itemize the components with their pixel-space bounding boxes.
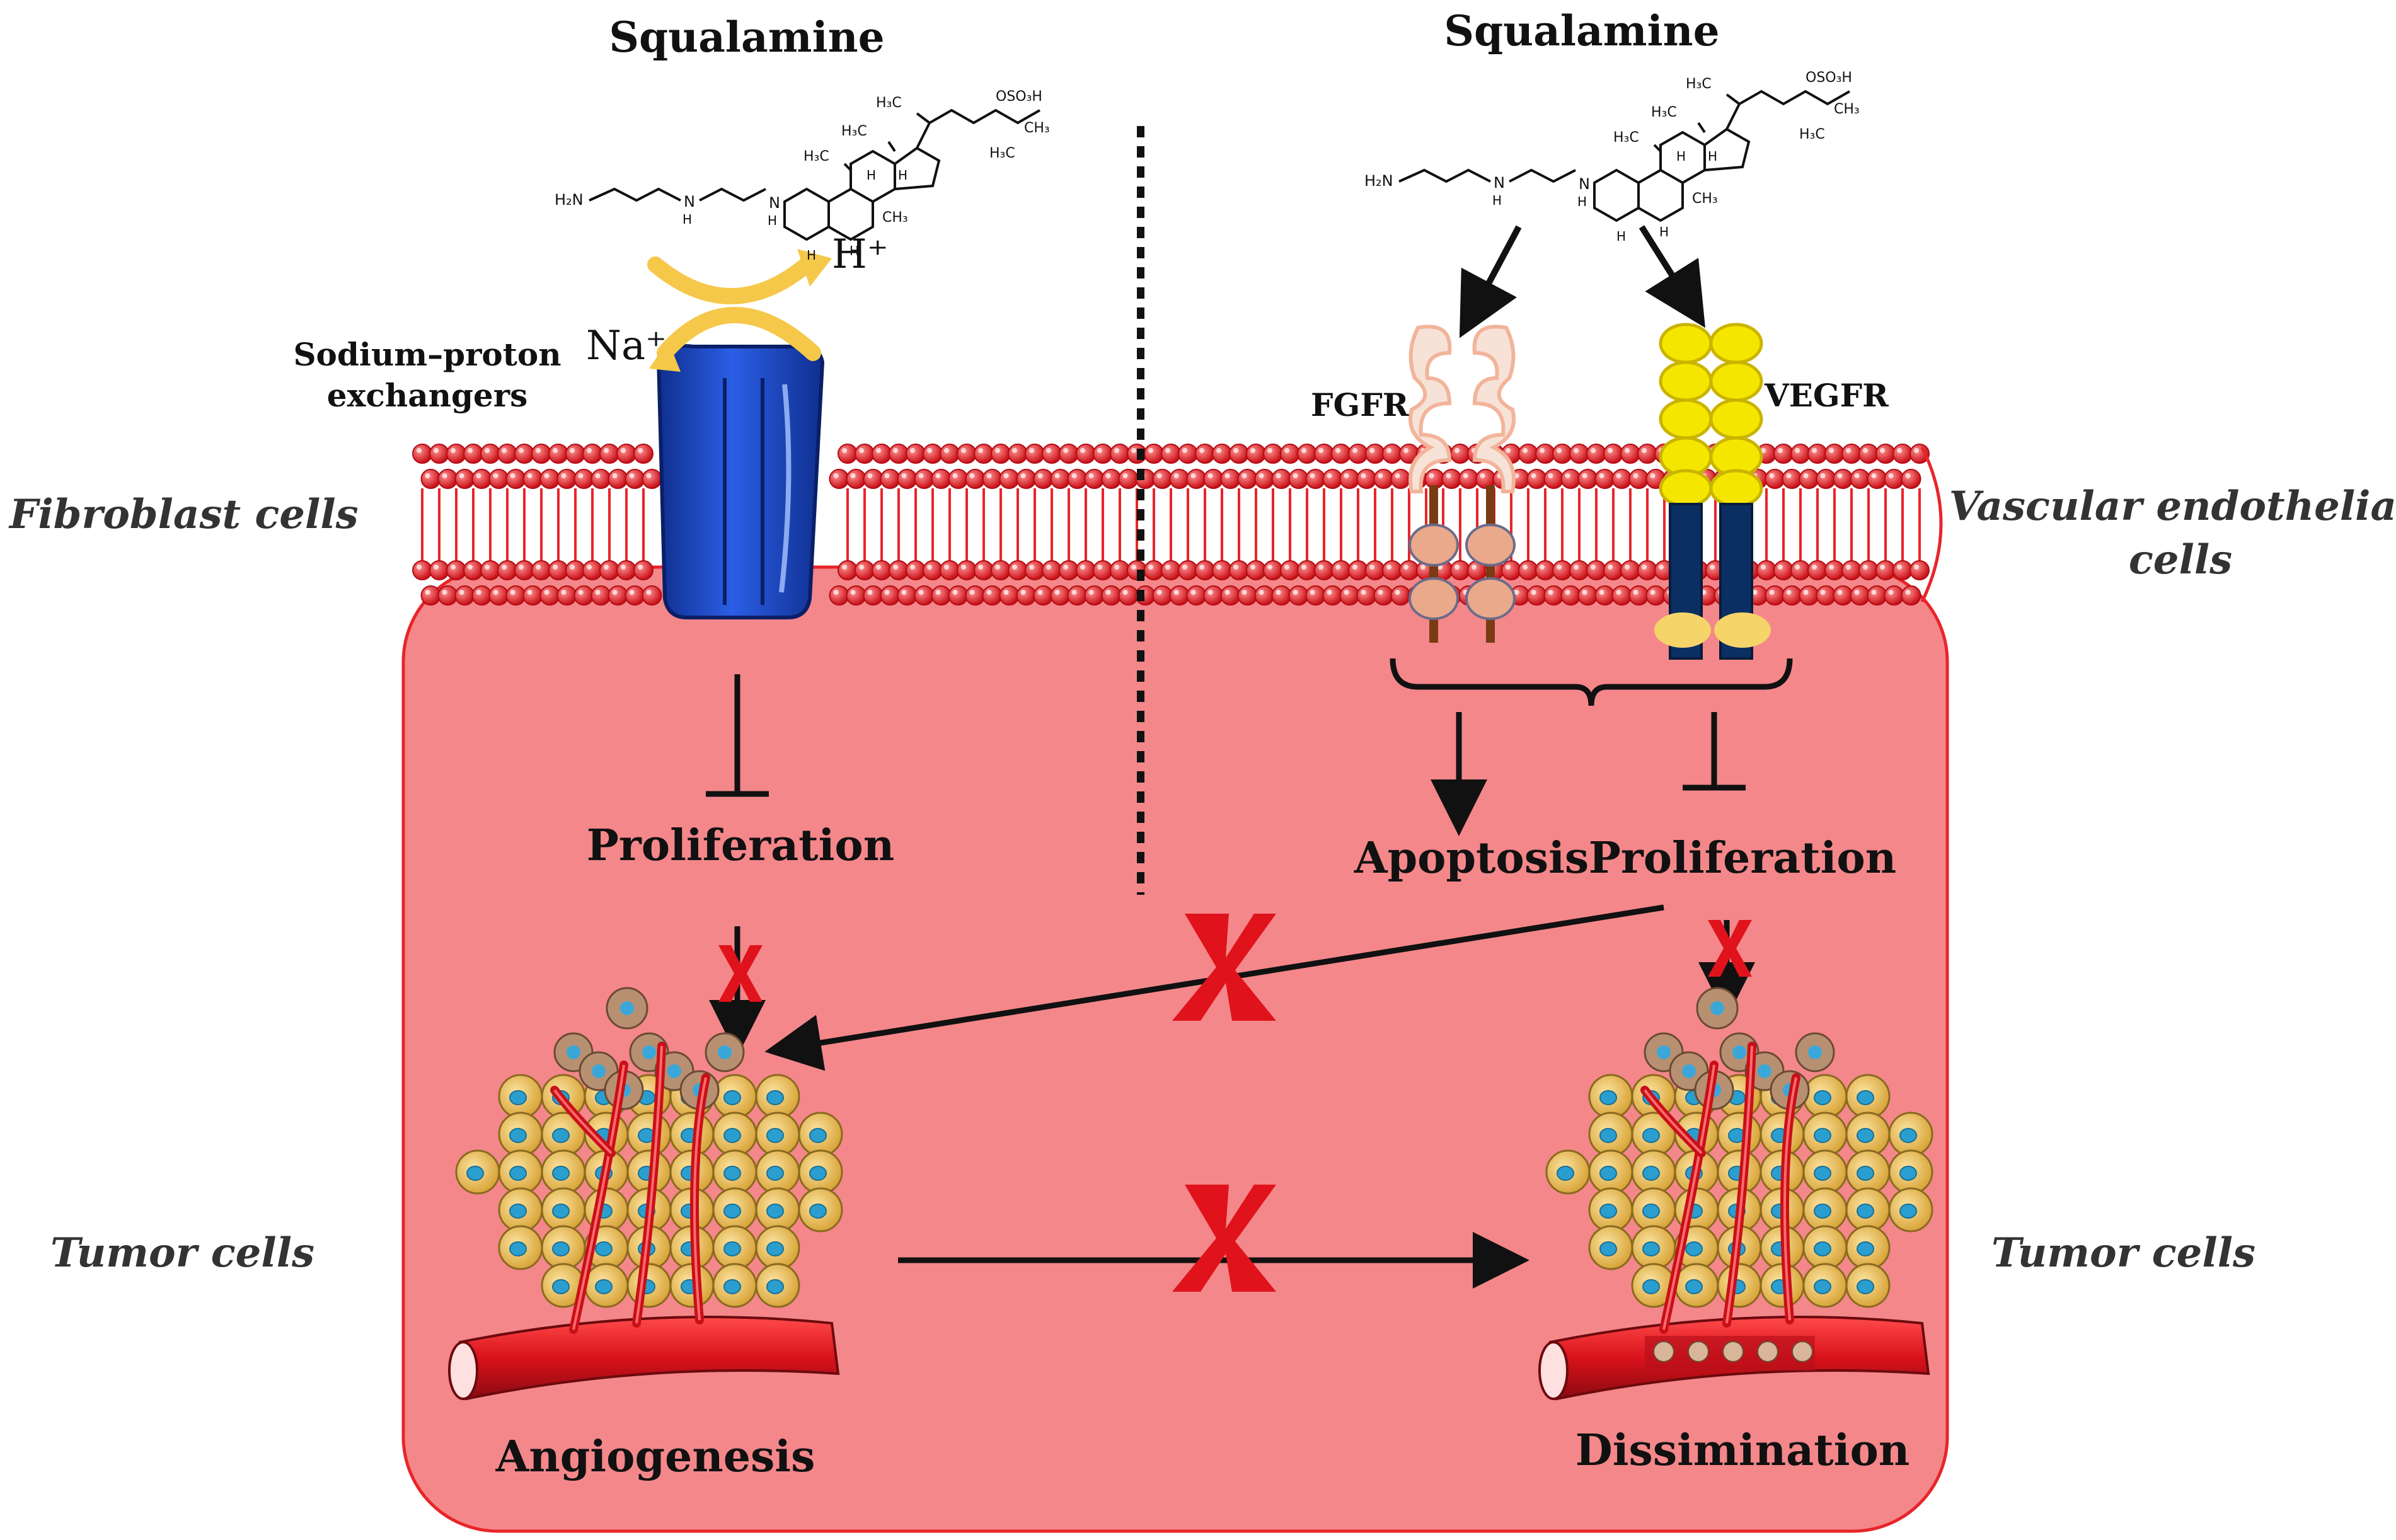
svg-text:CH₃: CH₃ (882, 210, 908, 226)
tumor-cluster-dissimination-icon (1538, 987, 1933, 1401)
svg-text:H₃C: H₃C (1686, 76, 1712, 92)
svg-text:H: H (1708, 149, 1717, 164)
vegfr-receptor-icon (1654, 323, 1771, 660)
svg-text:H₂N: H₂N (555, 191, 584, 209)
svg-text:N: N (1579, 175, 1590, 193)
svg-text:H: H (683, 212, 692, 227)
squalamine-title-left: Squalamine (609, 13, 884, 62)
fgfr-receptor-icon (1408, 325, 1516, 643)
sodium-proton-exchanger-icon (656, 344, 825, 619)
svg-text:H: H (1676, 149, 1686, 164)
block-x-icon (718, 945, 763, 1002)
svg-text:H: H (807, 248, 816, 263)
tumor-cluster-angiogenesis-icon (448, 987, 843, 1401)
svg-text:N: N (769, 194, 780, 212)
svg-text:H: H (768, 213, 777, 228)
svg-text:H₃C: H₃C (876, 95, 902, 111)
proliferation-label-left: Proliferation (587, 820, 894, 871)
svg-text:H: H (1577, 194, 1587, 209)
svg-text:H: H (867, 168, 876, 183)
sodium-label: Na⁺ (586, 323, 667, 369)
svg-text:H₃C: H₃C (1799, 127, 1825, 142)
proliferation-label-right: Proliferation (1589, 833, 1896, 883)
svg-text:H₃C: H₃C (841, 124, 867, 139)
inhibition-proliferation-left (706, 674, 769, 797)
fgfr-label: FGFR (1311, 386, 1409, 423)
arrow-to-fgfr (1459, 225, 1522, 338)
svg-text:OSO₃H: OSO₃H (996, 89, 1042, 105)
apoptosis-label: Apoptosis (1354, 833, 1589, 883)
endothelial-cells-label-line2: cells (2129, 536, 2232, 583)
svg-text:H₃C: H₃C (803, 149, 829, 164)
svg-text:H: H (1616, 229, 1626, 244)
endothelial-cells-label-line1: Vascular endothelial (1949, 483, 2396, 530)
arrow-to-vegfr (1639, 225, 1705, 328)
svg-text:H: H (850, 243, 859, 258)
svg-text:H: H (898, 168, 907, 183)
angiogenesis-label: Angiogenesis (495, 1432, 815, 1482)
svg-text:H: H (1659, 224, 1669, 239)
svg-text:N: N (684, 193, 695, 210)
svg-text:H₃C: H₃C (1613, 130, 1639, 146)
ion-exchange-arrows-icon (647, 249, 832, 372)
tumor-cells-label-right: Tumor cells (1991, 1229, 2255, 1277)
svg-text:H: H (1492, 193, 1502, 208)
svg-text:N: N (1494, 174, 1505, 192)
block-x-icon (1708, 920, 1752, 977)
cell-membrane (412, 444, 1943, 606)
svg-text:CH₃: CH₃ (1024, 120, 1050, 136)
svg-text:OSO₃H: OSO₃H (1806, 70, 1852, 86)
exchanger-label-line2: exchangers (327, 377, 527, 414)
svg-text:CH₃: CH₃ (1692, 191, 1718, 207)
block-x-icon (1172, 1185, 1276, 1292)
svg-text:H₃C: H₃C (1651, 105, 1677, 120)
dissimination-label: Dissimination (1575, 1425, 1910, 1476)
proton-label: H⁺ (832, 231, 889, 278)
svg-text:H₂N: H₂N (1364, 172, 1393, 190)
svg-text:CH₃: CH₃ (1834, 101, 1860, 117)
squalamine-title-right: Squalamine (1444, 6, 1719, 55)
exchanger-label-line1: Sodium–proton (293, 336, 561, 373)
vegfr-label: VEGFR (1764, 377, 1889, 414)
block-x-icon (1172, 914, 1276, 1021)
fibroblast-cells-label: Fibroblast cells (8, 491, 359, 538)
tumor-cells-label-left: Tumor cells (50, 1229, 314, 1277)
inhibition-proliferation-right (1683, 712, 1746, 791)
svg-text:H₃C: H₃C (989, 146, 1015, 161)
receptor-signal-brace (1390, 658, 1793, 706)
